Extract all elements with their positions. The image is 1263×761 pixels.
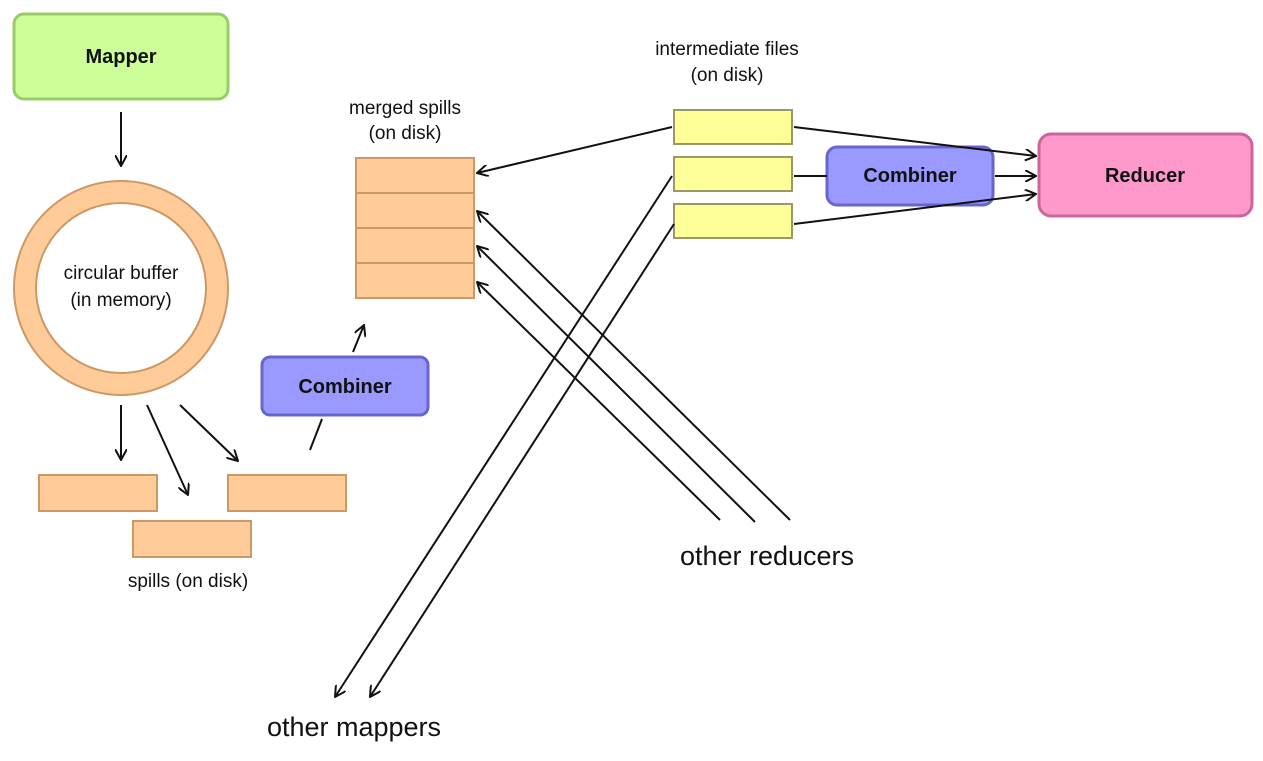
arrow-other-reducer-2 — [477, 246, 756, 523]
reducer-label: Reducer — [1105, 165, 1185, 187]
other-mappers-label: other mappers — [267, 712, 441, 742]
arrow-buffer-to-spill-2 — [146, 404, 188, 495]
arrow-intermediate-to-merged — [477, 126, 673, 173]
arrow-spill-to-combiner — [309, 418, 323, 451]
arrow-buffer-to-spill-3 — [179, 404, 238, 461]
circular-buffer-label-line1: circular buffer — [64, 263, 179, 284]
merged-spills-label-line2: (on disk) — [369, 123, 442, 144]
arrow-to-other-mapper-2 — [370, 223, 675, 697]
circular-buffer-label-line2: (in memory) — [70, 290, 171, 311]
other-reducers-label: other reducers — [680, 541, 854, 571]
arrow-other-reducer-3 — [477, 282, 721, 521]
circular-buffer: circular buffer (in memory) — [13, 180, 229, 396]
mapper-label: Mapper — [85, 46, 156, 68]
mapper-node: Mapper — [12, 12, 230, 101]
arrow-combiner-to-merged — [352, 325, 364, 353]
combiner-right-node: Combiner — [825, 145, 995, 207]
reducer-node: Reducer — [1037, 132, 1254, 218]
intermediate-file-1 — [673, 109, 793, 145]
combiner-right-label: Combiner — [863, 165, 957, 187]
spills-label: spills (on disk) — [128, 571, 248, 592]
arrow-intermediate-3-to-reducer — [793, 194, 1036, 225]
intermediate-files-label-line1: intermediate files — [655, 39, 799, 60]
merged-spills-label-line1: merged spills — [349, 98, 461, 119]
spill-box-3 — [227, 474, 347, 512]
arrow-to-other-mapper-1 — [335, 175, 673, 697]
combiner-left-label: Combiner — [298, 376, 392, 398]
arrow-intermediate-1-to-reducer — [793, 126, 1036, 156]
arrow-other-reducer-1 — [477, 211, 791, 521]
combiner-left-node: Combiner — [260, 355, 430, 417]
merged-spills-stack — [355, 157, 475, 299]
spill-box-2 — [132, 520, 252, 558]
intermediate-files-label-line2: (on disk) — [691, 65, 764, 86]
intermediate-file-2 — [673, 156, 793, 192]
spill-box-1 — [38, 474, 158, 512]
intermediate-file-3 — [673, 203, 793, 239]
